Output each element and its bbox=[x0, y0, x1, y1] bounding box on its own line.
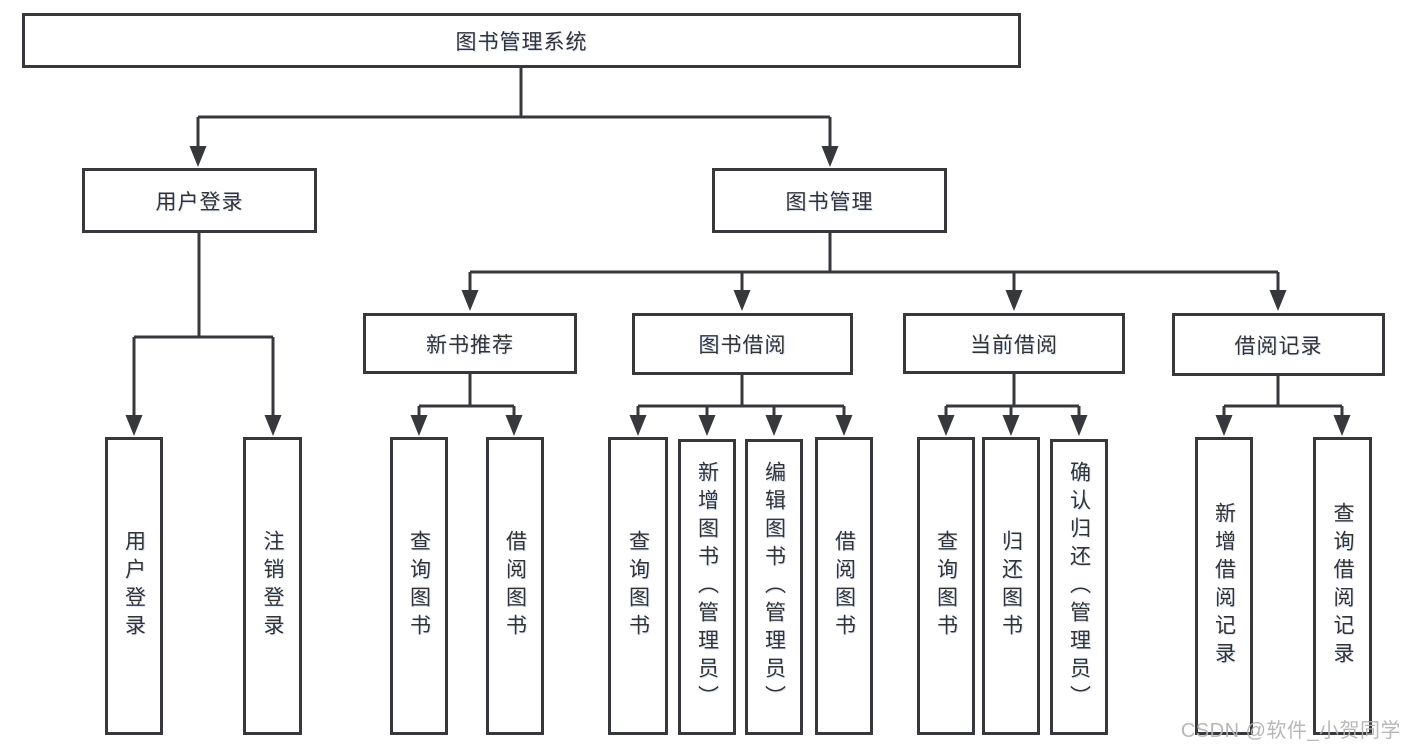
node-book-borrowing: 图书借阅 bbox=[632, 313, 853, 375]
leaf-bb-query-books: 查询图书 bbox=[608, 437, 668, 735]
connector-book-management-split bbox=[461, 233, 1287, 311]
leaf-nbr-borrow-books: 借阅图书 bbox=[486, 437, 544, 735]
node-label: 归还图书 bbox=[999, 530, 1023, 642]
leaf-bb-edit-books-admin: 编辑图书（管理员） bbox=[745, 439, 803, 735]
node-label: 新增借阅记录 bbox=[1212, 502, 1236, 670]
node-user-login: 用户登录 bbox=[82, 168, 317, 233]
connector-root-split bbox=[189, 68, 839, 167]
node-new-book-recommendation: 新书推荐 bbox=[363, 313, 577, 374]
connector-user-login-split bbox=[125, 232, 282, 436]
node-label: 注销登录 bbox=[261, 530, 284, 642]
leaf-cb-query-books: 查询图书 bbox=[917, 437, 975, 735]
node-label: 查询借阅记录 bbox=[1331, 502, 1354, 670]
node-label: 用户登录 bbox=[155, 190, 244, 214]
node-label: 借阅记录 bbox=[1234, 334, 1323, 358]
node-label: 当前借阅 bbox=[970, 333, 1058, 357]
csdn-watermark: CSDN @软件_小贺同学 bbox=[1180, 720, 1401, 742]
node-label: 新书推荐 bbox=[426, 333, 514, 357]
node-label: 借阅图书 bbox=[832, 530, 856, 642]
node-label: 用户登录 bbox=[122, 530, 146, 642]
node-label: 图书借阅 bbox=[698, 334, 787, 357]
node-library-management-system: 图书管理系统 bbox=[22, 13, 1021, 68]
node-label: 新增图书（管理员） bbox=[695, 461, 719, 713]
node-label: 借阅图书 bbox=[503, 530, 527, 642]
node-label: 查询图书 bbox=[407, 530, 431, 642]
node-borrowing-records: 借阅记录 bbox=[1172, 313, 1385, 376]
leaf-cb-return-books: 归还图书 bbox=[982, 437, 1040, 735]
connector-current-borrowing-split bbox=[937, 374, 1088, 436]
connector-borrowing-records-split bbox=[1215, 376, 1351, 436]
node-label: 编辑图书（管理员） bbox=[762, 461, 786, 713]
leaf-logout-login: 注销登录 bbox=[243, 437, 302, 735]
leaf-cb-confirm-return-admin: 确认归还（管理员） bbox=[1050, 439, 1108, 735]
node-label: 图书管理系统 bbox=[455, 30, 588, 54]
node-current-borrowing: 当前借阅 bbox=[903, 313, 1125, 374]
node-label: 确认归还（管理员） bbox=[1067, 461, 1091, 713]
node-label: 查询图书 bbox=[626, 530, 650, 642]
node-label: 查询图书 bbox=[934, 530, 958, 642]
connector-new-book-recommendation-split bbox=[410, 373, 523, 436]
leaf-bb-borrow-books: 借阅图书 bbox=[815, 437, 873, 735]
node-label: 图书管理 bbox=[785, 190, 874, 214]
leaf-br-add-borrow-record: 新增借阅记录 bbox=[1195, 437, 1253, 735]
leaf-user-login: 用户登录 bbox=[105, 437, 163, 735]
leaf-bb-add-books-admin: 新增图书（管理员） bbox=[678, 439, 736, 735]
node-book-management: 图书管理 bbox=[712, 168, 947, 233]
connector-book-borrowing-split bbox=[629, 375, 853, 436]
leaf-nbr-query-books: 查询图书 bbox=[390, 437, 448, 735]
leaf-br-query-borrow-record: 查询借阅记录 bbox=[1313, 437, 1372, 735]
